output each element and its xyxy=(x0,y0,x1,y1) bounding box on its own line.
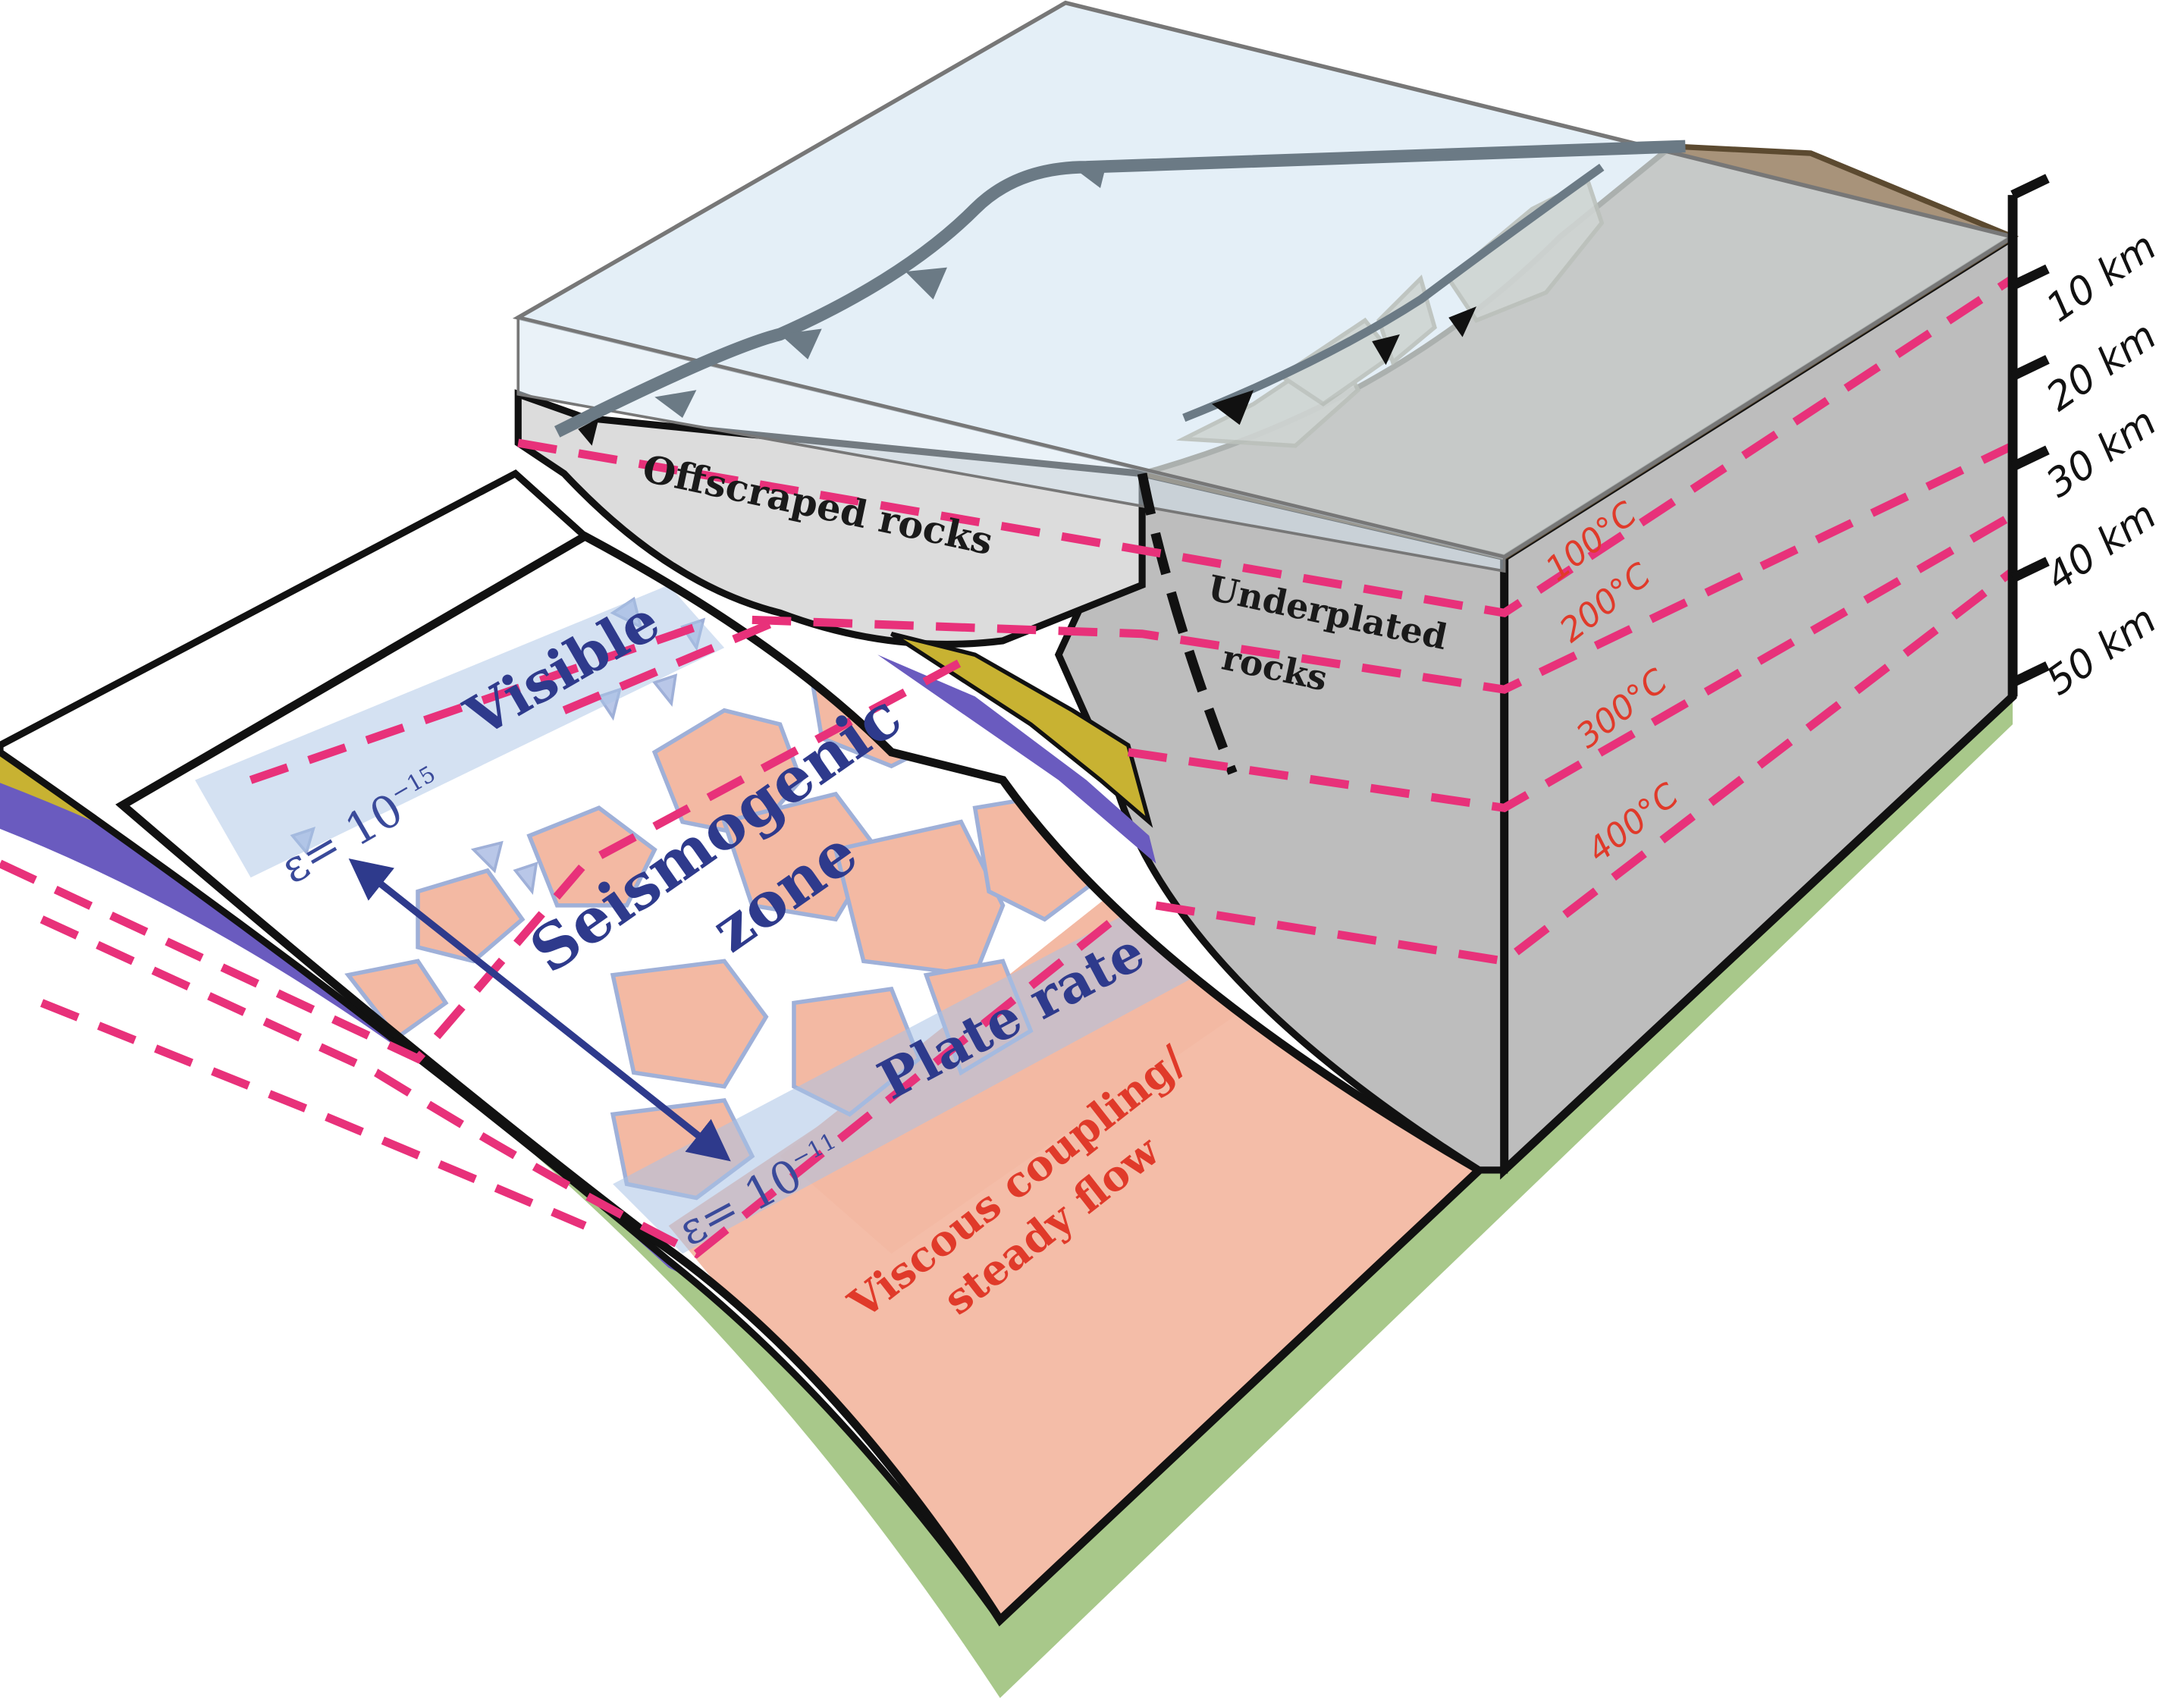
thrust-teeth xyxy=(654,160,1108,419)
depth-20: 20 km xyxy=(2038,312,2165,420)
trench-line xyxy=(554,140,1686,438)
visible-band xyxy=(195,585,725,878)
seismogenic-width-arrow xyxy=(348,858,731,1162)
plate-rate-band xyxy=(613,905,1198,1254)
depth-10: 10 km xyxy=(2038,224,2165,331)
purple-crust-layer xyxy=(0,773,697,1282)
depth-30: 30 km xyxy=(2038,399,2165,507)
depth-scale xyxy=(2007,174,2050,697)
depth-40: 40 km xyxy=(2038,492,2165,600)
isotherms xyxy=(0,275,2016,1259)
thrust-teeth-black xyxy=(578,306,1476,446)
thrust-front-line xyxy=(1182,163,1605,422)
depth-50: 50 km xyxy=(2038,597,2165,705)
offscraped-wedge xyxy=(514,389,1146,648)
megathrust-sediment xyxy=(890,632,1153,828)
cover-front-face xyxy=(516,315,1506,573)
splay-fault xyxy=(1137,472,1238,775)
